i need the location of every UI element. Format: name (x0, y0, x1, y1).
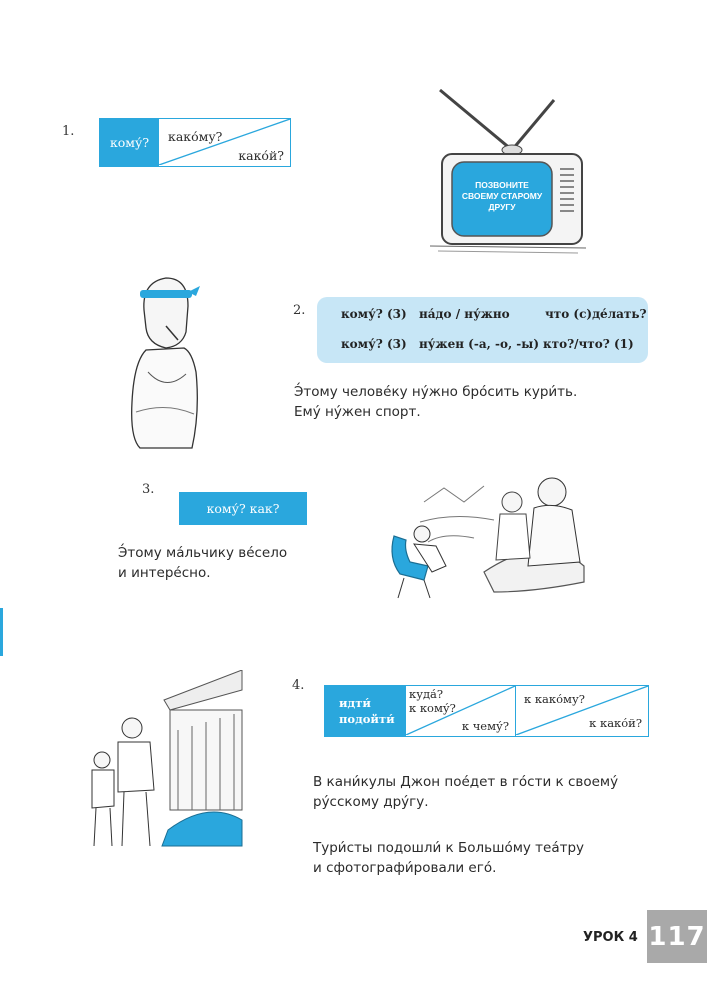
smoking-man-illustration (131, 277, 200, 449)
right-bottom-text: к како́й? (589, 716, 642, 730)
cell-r1c1: кому́? (3) (341, 307, 407, 321)
mid-top-text: куда́? к кому́? (409, 687, 456, 715)
question-table-3: кому́? как? (179, 492, 307, 525)
right-top-text: к како́му? (524, 692, 585, 706)
answer-bottom: како́й? (238, 148, 284, 163)
diagonal-divider (159, 119, 290, 165)
tourists-theatre-illustration (91, 670, 243, 847)
diagonal-divider (516, 686, 648, 735)
exercise-number-4: 4. (292, 678, 305, 693)
example-text-2: Э́тому челове́ку ну́жно бро́сить кури́ть… (294, 384, 578, 420)
cell-r2c2: ну́жен (-а, -о, -ы) (419, 337, 539, 351)
question-cell: кому́? (100, 119, 159, 166)
margin-accent-strip (0, 608, 3, 656)
page-number: 117 (647, 910, 707, 963)
mid-bottom-text: к чему́? (461, 719, 509, 733)
question-table-4: идти́ подойти́ куда́? к кому́? к чему́? … (324, 685, 649, 737)
cell-r1c2: на́до / ну́жно (419, 307, 510, 321)
question-table-1: кому́? како́му? како́й? (99, 118, 291, 167)
cell-r1c3: что (с)де́лать? (545, 307, 647, 321)
concert-illustration (391, 477, 585, 599)
diagonal-divider (406, 686, 515, 735)
tv-screen-text: ПОЗВОНИТЕ СВОЕМУ СТАРОМУ ДРУГУ (461, 180, 543, 212)
cell-r2c3: кто?/что? (1) (543, 337, 634, 351)
answer-top: како́му? (168, 129, 223, 144)
tv-illustration (429, 88, 587, 254)
example-text-4b: Тури́сты подошли́ к Большо́му теа́тру и … (313, 840, 585, 876)
verbs-cell: идти́ подойти́ (325, 686, 406, 736)
middle-cell: куда́? к кому́? к чему́? (406, 686, 516, 736)
grammar-table-2: кому́? (3) на́до / ну́жно что (с)де́лать… (317, 297, 648, 363)
exercise-number-3: 3. (142, 482, 155, 497)
lesson-label: УРОК 4 (583, 930, 638, 945)
example-text-4a: В кани́кулы Джон пое́дет в го́сти к свое… (313, 774, 619, 810)
right-cell: к како́му? к како́й? (516, 686, 648, 736)
cell-r2c1: кому́? (3) (341, 337, 407, 351)
exercise-number-1: 1. (62, 124, 75, 139)
exercise-number-2: 2. (293, 303, 306, 318)
example-text-3: Э́тому ма́льчику ве́село и интере́сно. (118, 545, 288, 581)
